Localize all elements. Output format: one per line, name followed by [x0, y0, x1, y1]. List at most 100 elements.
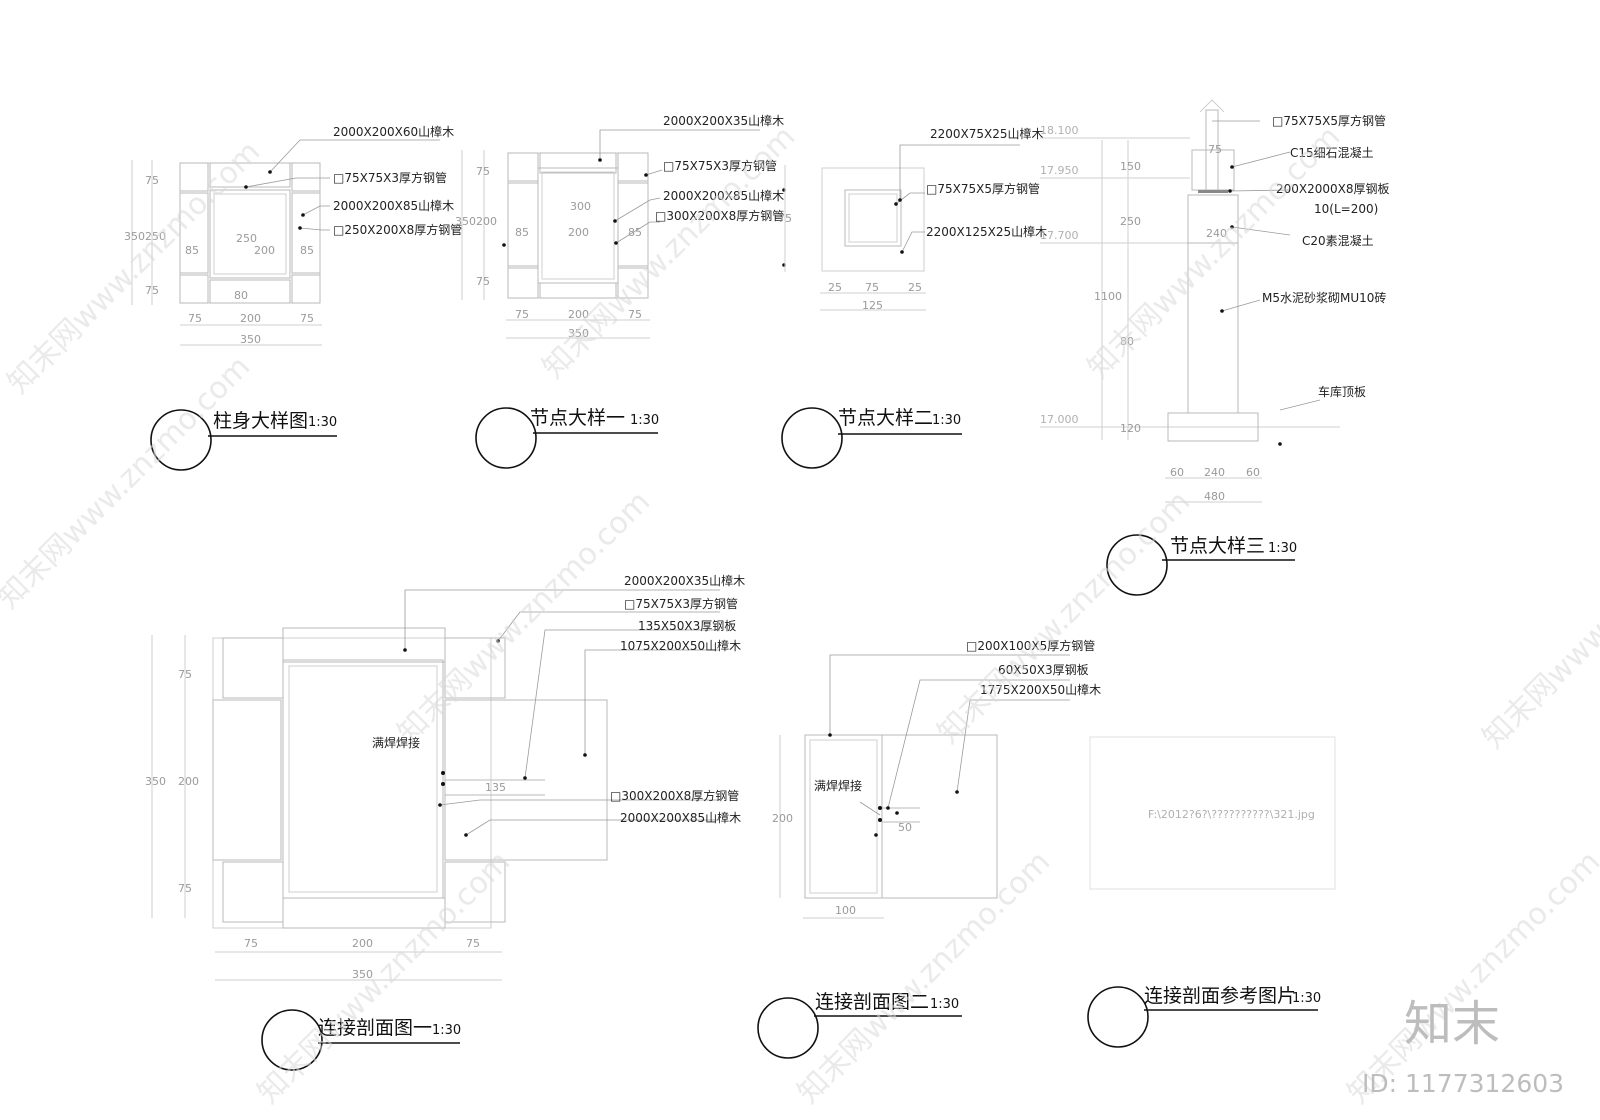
svg-text:17.950: 17.950 [1040, 164, 1079, 177]
svg-text:200X2000X8厚钢板: 200X2000X8厚钢板 [1276, 182, 1390, 196]
svg-text:1:30: 1:30 [930, 997, 959, 1012]
svg-text:1075X200X50山樟木: 1075X200X50山樟木 [620, 638, 741, 653]
svg-text:75: 75 [476, 165, 490, 178]
svg-text:75: 75 [865, 281, 879, 294]
svg-text:1:30: 1:30 [932, 413, 961, 428]
label-2: □75X75X3厚方钢管 [333, 170, 447, 185]
svg-text:75: 75 [476, 275, 490, 288]
svg-text:满焊焊接: 满焊焊接 [814, 778, 862, 793]
svg-text:200: 200 [178, 775, 199, 788]
drawing-node-detail-2: 2200X75X25山樟木 □75X75X5厚方钢管 2200X125X25山樟… [778, 126, 1047, 469]
svg-text:75: 75 [515, 308, 529, 321]
drawing-connection-section-1: 2000X200X35山樟木 □75X75X3厚方钢管 135X50X3厚钢板 … [145, 573, 745, 1071]
wood-left-plank [179, 192, 209, 274]
svg-text:200: 200 [240, 312, 261, 325]
svg-text:350: 350 [352, 968, 373, 981]
steel-tube-300x200 [537, 167, 619, 284]
svg-text:17.000: 17.000 [1040, 413, 1079, 426]
svg-text:200: 200 [568, 308, 589, 321]
wood-right-plank [291, 192, 321, 274]
svg-text:25: 25 [828, 281, 842, 294]
svg-text:2000X200X85山樟木: 2000X200X85山樟木 [663, 188, 784, 203]
svg-text:18.100: 18.100 [1040, 124, 1079, 137]
svg-text:350: 350 [240, 333, 261, 346]
svg-text:200: 200 [568, 226, 589, 239]
title-d1: 柱身大样图 [213, 410, 308, 432]
svg-text:75: 75 [466, 937, 480, 950]
svg-text:240: 240 [1204, 466, 1225, 479]
svg-text:满焊焊接: 满焊焊接 [372, 735, 420, 750]
svg-text:350: 350 [455, 215, 476, 228]
steel-tube-200x100 [804, 734, 883, 899]
svg-text:80: 80 [1120, 335, 1134, 348]
label-1: 2000X200X60山樟木 [333, 124, 454, 139]
svg-text:75: 75 [300, 312, 314, 325]
svg-text:□75X75X5厚方钢管: □75X75X5厚方钢管 [926, 181, 1040, 196]
svg-text:17.700: 17.700 [1040, 229, 1079, 242]
title-d2: 节点大样一 [530, 407, 625, 429]
svg-text:85: 85 [185, 244, 199, 257]
drawing-node-detail-3: 18.100 17.950 17.700 17.000 □75X75X5厚方钢管… [1040, 99, 1390, 596]
svg-text:480: 480 [1204, 490, 1225, 503]
svg-text:75: 75 [178, 668, 192, 681]
drawing-reference-photo: F:\2012?6?\??????????\321.jpg 连接剖面参考图片 1… [1087, 736, 1336, 1048]
svg-text:60X50X3厚钢板: 60X50X3厚钢板 [998, 663, 1089, 677]
svg-text:75: 75 [244, 937, 258, 950]
svg-text:1:30: 1:30 [630, 413, 659, 428]
title-d7: 连接剖面参考图片 [1144, 985, 1296, 1007]
drawing-connection-section-2: □200X100X5厚方钢管 60X50X3厚钢板 1775X200X50山樟木… [757, 638, 1101, 1059]
svg-text:1100: 1100 [1094, 290, 1122, 303]
svg-text:1:30: 1:30 [1268, 541, 1297, 556]
svg-text:350: 350 [145, 775, 166, 788]
svg-text:250: 250 [236, 232, 257, 245]
svg-text:150: 150 [1120, 160, 1141, 173]
svg-text:知末网www.znzmo.com: 知末网www.znzmo.com [0, 349, 257, 615]
svg-text:85: 85 [628, 226, 642, 239]
svg-text:C15细石混凝土: C15细石混凝土 [1290, 145, 1374, 160]
watermark-layer: 知末网www.znzmo.com 知末网www.znzmo.com 知末网www… [0, 119, 1600, 1110]
svg-text:2000X200X85山樟木: 2000X200X85山樟木 [620, 810, 741, 825]
svg-text:80: 80 [234, 289, 248, 302]
watermark-id: ID: 1177312603 [1362, 1069, 1564, 1098]
svg-text:75: 75 [188, 312, 202, 325]
svg-text:75: 75 [778, 212, 792, 225]
label-3: 2000X200X85山樟木 [333, 198, 454, 213]
svg-text:2200X125X25山樟木: 2200X125X25山樟木 [926, 224, 1047, 239]
title-d5: 连接剖面图一 [318, 1017, 432, 1039]
svg-text:125: 125 [862, 299, 883, 312]
svg-text:200: 200 [352, 937, 373, 950]
svg-text:60: 60 [1170, 466, 1184, 479]
svg-text:车库顶板: 车库顶板 [1318, 384, 1366, 399]
svg-text:75: 75 [145, 174, 159, 187]
svg-text:75: 75 [145, 284, 159, 297]
steel-tube-250x200 [209, 189, 291, 279]
svg-text:350: 350 [568, 327, 589, 340]
svg-text:100: 100 [835, 904, 856, 917]
drawing-node-detail-1: 2000X200X35山樟木 □75X75X3厚方钢管 2000X200X85山… [455, 113, 784, 469]
svg-text:□75X75X3厚方钢管: □75X75X3厚方钢管 [624, 596, 738, 611]
label-4: □250X200X8厚方钢管 [333, 222, 462, 237]
svg-text:1:30: 1:30 [1292, 991, 1321, 1006]
svg-text:□300X200X8厚方钢管: □300X200X8厚方钢管 [610, 788, 739, 803]
watermark-brand: 知末 [1404, 996, 1500, 1052]
svg-text:135X50X3厚钢板: 135X50X3厚钢板 [638, 619, 736, 633]
svg-text:2000X200X35山樟木: 2000X200X35山樟木 [624, 573, 745, 588]
image-placeholder-frame [1089, 736, 1336, 890]
svg-text:350: 350 [124, 230, 145, 243]
svg-text:1:30: 1:30 [432, 1023, 461, 1038]
steel-tube-75x75 [844, 189, 902, 247]
svg-text:200: 200 [476, 215, 497, 228]
svg-text:知末网www.znzmo.com: 知末网www.znzmo.com [1476, 489, 1600, 755]
title-d4: 节点大样三 [1170, 535, 1265, 557]
svg-text:120: 120 [1120, 422, 1141, 435]
svg-text:85: 85 [515, 226, 529, 239]
svg-text:知末网www.znzmo.com: 知末网www.znzmo.com [391, 484, 657, 750]
svg-text:知末网www.znzmo.com: 知末网www.znzmo.com [931, 484, 1197, 750]
svg-text:200: 200 [254, 244, 275, 257]
svg-text:60: 60 [1246, 466, 1260, 479]
steel-tube-300x200 [282, 659, 444, 899]
svg-text:75: 75 [628, 308, 642, 321]
svg-text:M5水泥砂浆砌MU10砖: M5水泥砂浆砌MU10砖 [1262, 290, 1386, 305]
svg-text:□200X100X5厚方钢管: □200X100X5厚方钢管 [966, 638, 1095, 653]
